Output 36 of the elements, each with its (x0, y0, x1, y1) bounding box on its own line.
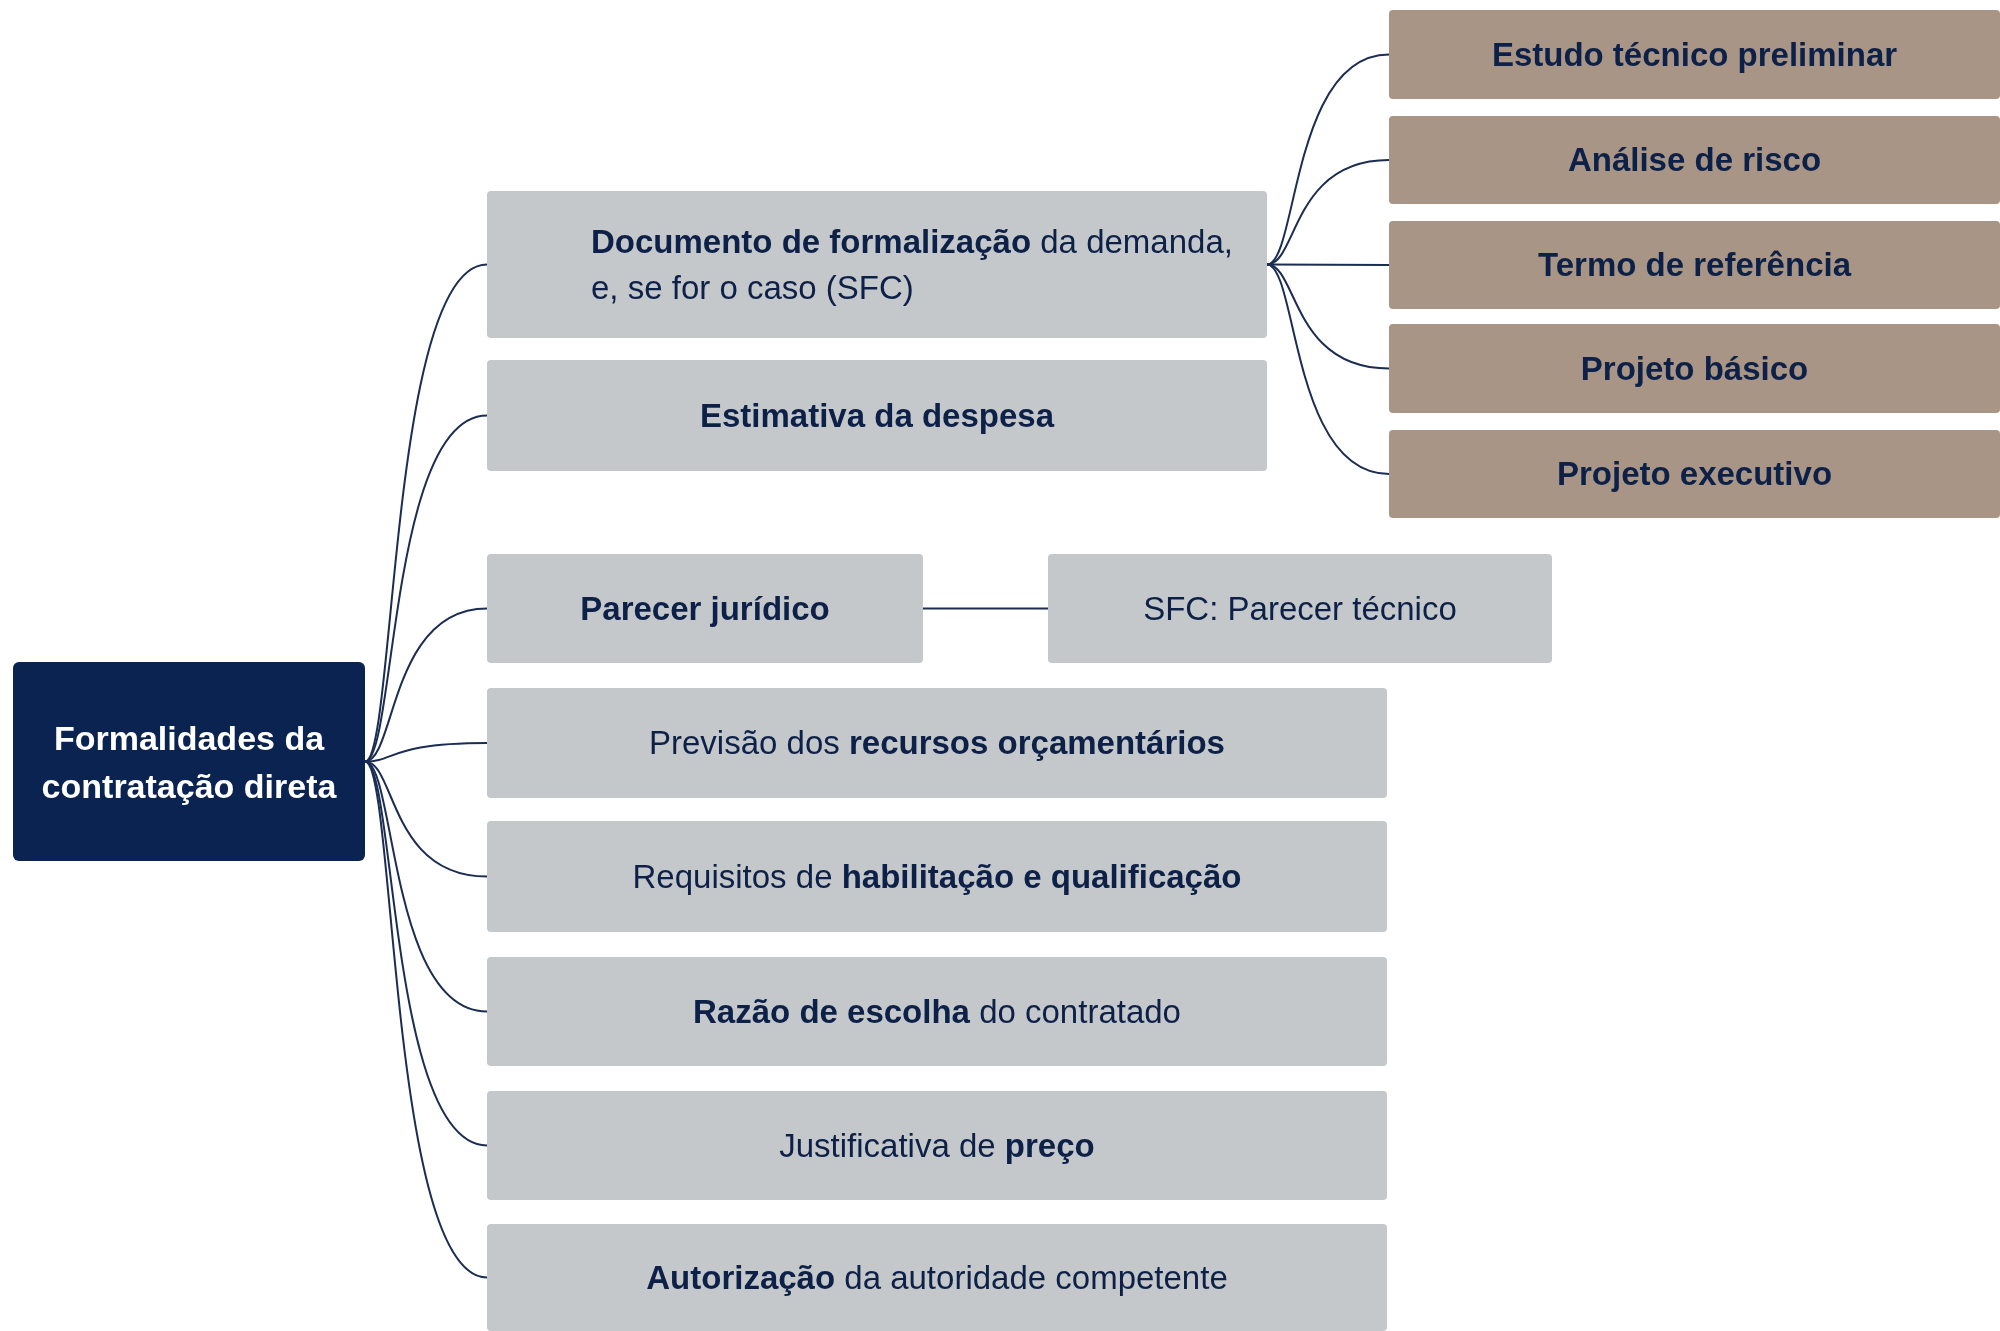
item-box (1048, 554, 1552, 663)
item-box (487, 191, 1267, 338)
node-text: Formalidades da contratação direta (40, 717, 338, 807)
node-text: Parecer jurídico (580, 588, 830, 629)
item-box (487, 360, 1267, 471)
sub-item-box (1389, 324, 2000, 413)
node-text: Estudo técnico preliminar (1491, 34, 1898, 75)
node-text: Autorização da autoridade competente (646, 1257, 1228, 1298)
connector-line (1266, 159, 1390, 266)
sub-item-box (1389, 221, 2000, 309)
item-box (487, 1091, 1387, 1200)
item-box (487, 688, 1387, 798)
connector-line (1266, 263, 1390, 475)
node-text: Análise de risco (1567, 140, 1822, 181)
node-text: Projeto executivo (1556, 454, 1833, 495)
connector-line (364, 414, 488, 763)
sub-item-box (1389, 116, 2000, 204)
node-text: Justificativa de preço (779, 1125, 1095, 1166)
node-text: Documento de formalização da demanda, e, se for o caso (SFC) (591, 221, 1234, 308)
node-text: Requisitos de habilitação e qualificação (632, 856, 1242, 897)
connector-line (922, 607, 1049, 610)
node-text: Razão de escolha do contratado (693, 991, 1181, 1032)
sub-item-box (1389, 430, 2000, 518)
item-box (487, 821, 1387, 932)
connector-line (364, 760, 488, 1279)
node-text: Previsão dos recursos orçamentários (649, 723, 1225, 763)
item-box (487, 957, 1387, 1066)
node-text: SFC: Parecer técnico (1143, 588, 1457, 629)
item-box (487, 554, 923, 663)
sub-item-box (1389, 10, 2000, 99)
node-text: Termo de referência (1538, 245, 1851, 286)
item-box (487, 1224, 1387, 1331)
root-box (13, 662, 365, 861)
node-text: Estimativa da despesa (700, 395, 1054, 436)
node-text: Projeto básico (1580, 348, 1809, 389)
connector-line (364, 760, 488, 1147)
